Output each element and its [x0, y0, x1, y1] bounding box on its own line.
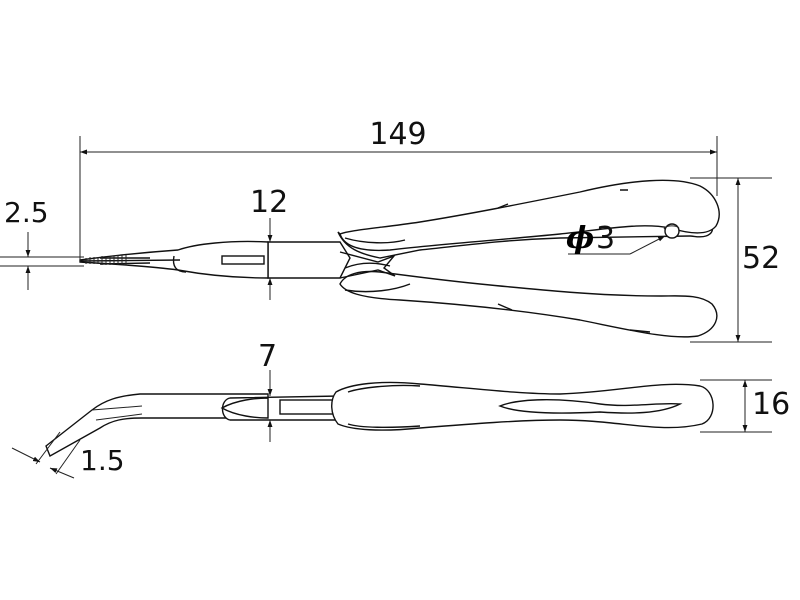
dim-side-thickness: 7: [258, 339, 277, 374]
joint-block: [267, 241, 351, 279]
handle-hole: [664, 223, 680, 239]
lower-handle: [339, 270, 718, 338]
dim-hole-symbol: ϕ: [566, 221, 594, 256]
dim-joint-width: 12: [250, 185, 288, 220]
dimension-lines: [0, 136, 772, 479]
jaw-slot: [221, 255, 265, 265]
pliers-side-view: [45, 381, 714, 458]
side-handle: [331, 381, 714, 431]
pliers-top-view: [79, 179, 720, 338]
dim-hole-diameter: 3: [596, 221, 615, 256]
dim-handle-thickness: 16: [752, 387, 790, 422]
dim-overall-length: 149: [369, 117, 426, 152]
dim-tip-width: 2.5: [4, 196, 49, 229]
dim-tip-thickness: 1.5: [80, 444, 125, 477]
side-slot: [279, 399, 337, 415]
upper-handle-grip: [339, 179, 720, 252]
dim-handle-span: 52: [742, 241, 780, 276]
